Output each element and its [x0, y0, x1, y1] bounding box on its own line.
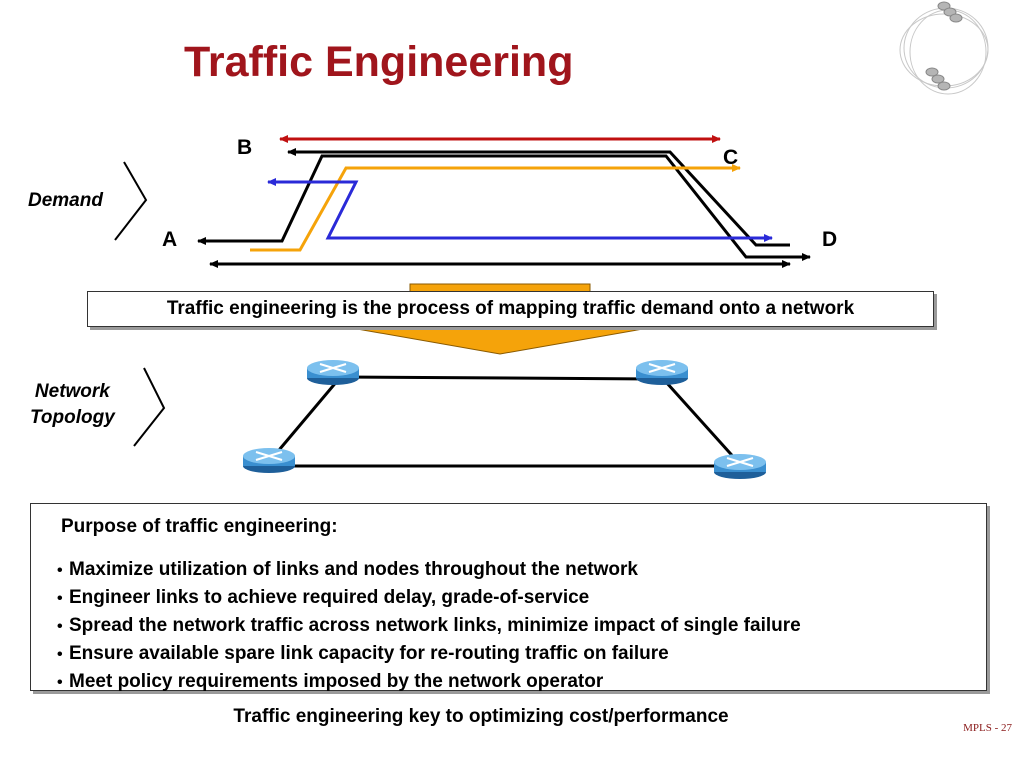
node-label-a: A — [162, 228, 178, 251]
node-label-b: B — [237, 136, 253, 159]
definition-text: Traffic engineering is the process of ma… — [166, 298, 855, 319]
topology-label: Network Topology — [30, 379, 115, 431]
node-label-c: C — [723, 146, 739, 169]
definition-box: Traffic engineering is the process of ma… — [87, 291, 934, 327]
list-item: • Engineer links to achieve required dela… — [57, 584, 801, 612]
bullet-icon: • — [57, 646, 63, 663]
router-icon — [307, 360, 359, 385]
topology-brace — [133, 367, 166, 447]
list-item-text: Ensure available spare link capacity for… — [69, 643, 669, 664]
page-number: MPLS - 27 — [963, 722, 1012, 734]
path-blue — [267, 178, 773, 242]
bullet-icon: • — [57, 674, 63, 691]
purpose-box: Purpose of traffic engineering: • Maximiz… — [30, 503, 987, 692]
purpose-list: • Maximize utilization of links and nodes… — [57, 556, 801, 696]
topology-label-line2: Topology — [30, 407, 115, 428]
list-item-text: Meet policy requirements imposed by the … — [69, 671, 604, 692]
topology-label-line1: Network — [34, 381, 110, 402]
list-item: • Ensure available spare link capacity fo… — [57, 640, 801, 668]
router-icon — [243, 448, 295, 473]
list-item: • Spread the network traffic across netwo… — [57, 612, 801, 640]
topology-links — [272, 375, 740, 468]
demand-label: Demand — [28, 190, 103, 211]
bullet-icon: • — [57, 562, 63, 579]
list-item: • Maximize utilization of links and nodes… — [57, 556, 801, 584]
bullet-icon: • — [57, 590, 63, 607]
list-item-text: Spread the network traffic across networ… — [69, 615, 801, 636]
purpose-title: Purpose of traffic engineering: — [61, 516, 338, 537]
demand-brace — [114, 161, 148, 241]
list-item: • Meet policy requirements imposed by the… — [57, 668, 801, 696]
router-icon — [636, 360, 688, 385]
list-item-text: Engineer links to achieve required delay… — [69, 587, 590, 608]
router-icon — [714, 454, 766, 479]
bullet-icon: • — [57, 618, 63, 635]
slide-title: Traffic Engineering — [184, 38, 574, 86]
footer-caption: Traffic engineering key to optimizing co… — [233, 706, 729, 727]
list-item-text: Maximize utilization of links and nodes … — [69, 559, 638, 580]
node-label-d: D — [822, 228, 838, 251]
